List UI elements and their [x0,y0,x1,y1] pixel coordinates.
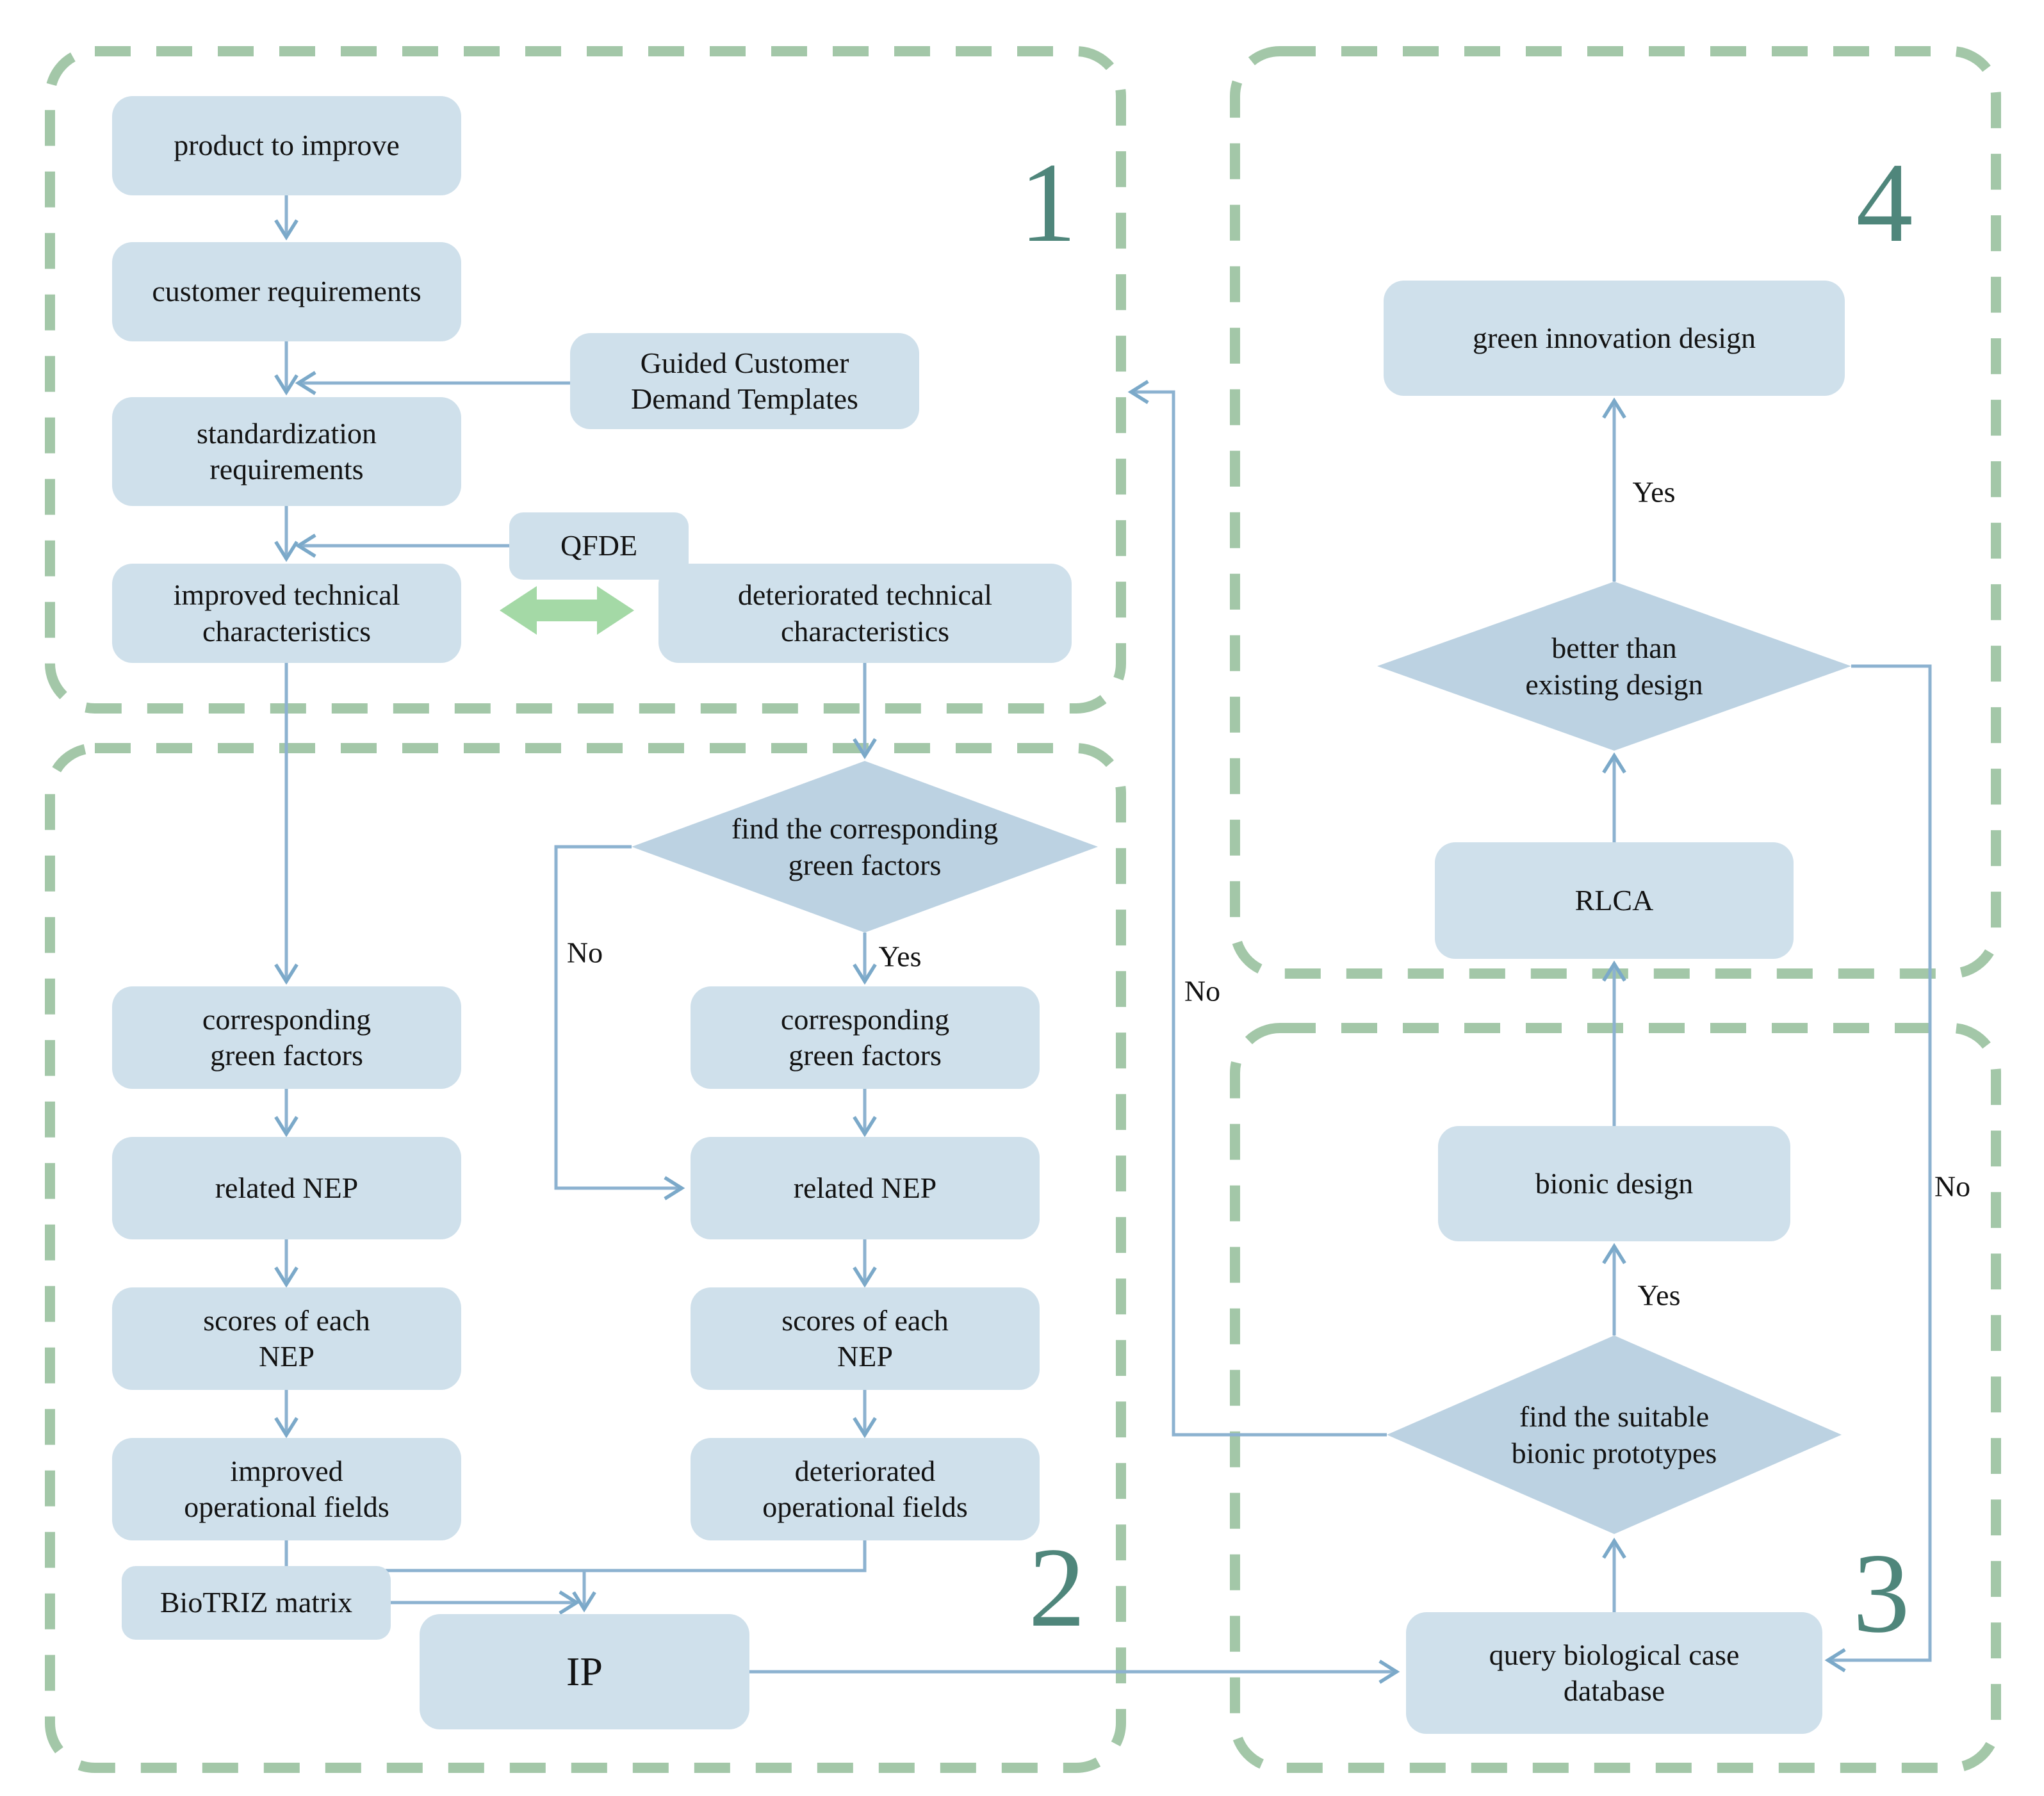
node-guided-templates: Guided Customer Demand Templates [570,333,919,429]
arrow-better-no-to-query [1824,664,1932,1672]
node-corresponding-green-left: corresponding green factors [112,986,461,1089]
section-3-number: 3 [1852,1530,1910,1656]
label-yes-bionic: Yes [1637,1278,1681,1312]
label-no-better: No [1934,1170,1971,1203]
arrow-decision-no-related-nep [554,845,685,1200]
section-2-number: 2 [1028,1524,1086,1651]
node-scores-nep-left: scores of each NEP [112,1287,461,1390]
node-standardization: standardization requirements [112,397,461,506]
decision-find-bionic-prototypes: find the suitable bionic prototypes [1511,1400,1717,1470]
node-improved-op-fields: improved operational fields [112,1438,461,1540]
label-yes-better: Yes [1632,475,1676,509]
label-yes-green-factors: Yes [878,940,922,973]
label-no-bionic: No [1184,974,1221,1008]
node-related-nep-right: related NEP [691,1137,1040,1239]
decision-find-green-factors: find the corresponding green factors [731,812,999,882]
line-deteriorated-op-merge [584,1540,867,1572]
section-4-number: 4 [1856,139,1913,266]
node-ip: IP [420,1614,749,1729]
section-1-number: 1 [1019,139,1077,266]
section-1-border [45,46,1126,714]
node-biotriz-matrix: BioTRIZ matrix [122,1566,391,1640]
node-related-nep-left: related NEP [112,1137,461,1239]
label-no-green-factors: No [566,936,603,969]
section-2-border [45,743,1126,1773]
node-qfde: QFDE [509,512,689,580]
node-deteriorated-technical: deteriorated technical characteristics [658,564,1072,663]
decision-better-than-existing-shape [1377,582,1851,751]
node-corresponding-green-right: corresponding green factors [691,986,1040,1089]
decision-better-than-existing: better than existing design [1525,631,1703,701]
node-query-biological-db: query biological case database [1406,1612,1822,1734]
node-deteriorated-op-fields: deteriorated operational fields [691,1438,1040,1540]
node-customer-requirements: customer requirements [112,242,461,341]
decision-find-green-factors-shape [632,761,1098,933]
decision-find-bionic-prototypes-shape [1387,1335,1842,1534]
node-bionic-design: bionic design [1438,1126,1790,1241]
node-improved-technical: improved technical characteristics [112,564,461,663]
double-arrow-icon [500,586,634,635]
node-scores-nep-right: scores of each NEP [691,1287,1040,1390]
arrow-bionic-no-to-phase1 [1127,380,1387,1437]
node-rlca: RLCA [1435,842,1794,959]
node-green-innovation-design: green innovation design [1384,281,1845,396]
node-product-to-improve: product to improve [112,96,461,195]
